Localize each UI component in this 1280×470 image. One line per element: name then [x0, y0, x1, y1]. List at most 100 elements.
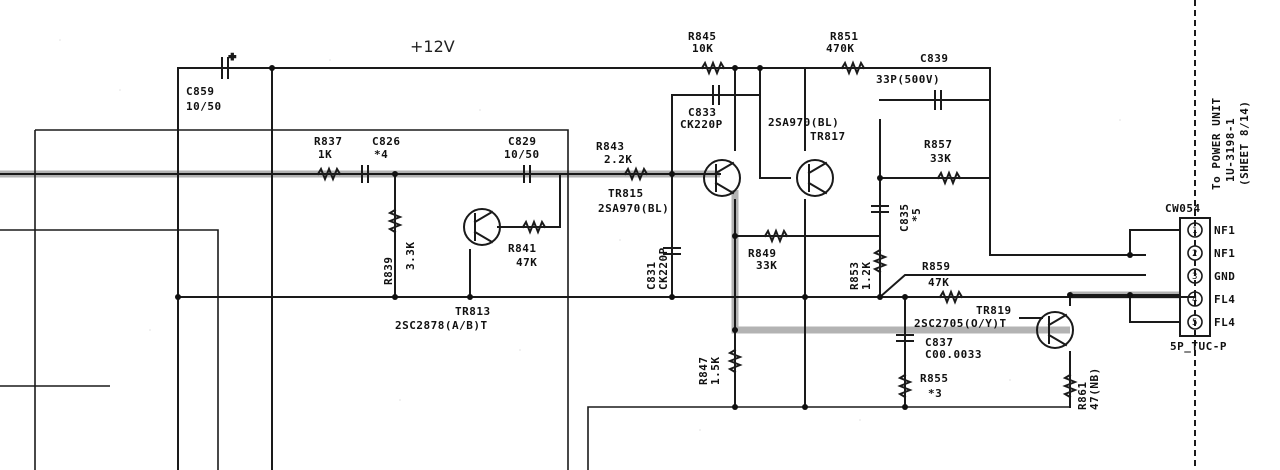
connector-pin-4-num: 4 — [1192, 295, 1197, 305]
r857-value: 33K — [930, 152, 951, 165]
tr813-name: TR813 — [455, 305, 491, 318]
connector-pin-5-label: FL4 — [1214, 316, 1235, 329]
r843-value: 2.2K — [604, 153, 633, 166]
c829-symbol — [523, 165, 531, 183]
c835-name: C835 — [898, 204, 911, 233]
connector-pin-2-num: 2 — [1192, 249, 1197, 259]
r837-symbol — [316, 166, 342, 182]
r841-symbol — [521, 219, 547, 235]
r849-name: R849 — [748, 247, 777, 260]
connector-pin-1-num: 1 — [1192, 226, 1197, 236]
c859-symbol: + — [209, 49, 237, 79]
r847-name: R847 — [697, 357, 710, 386]
c859-name: C859 — [186, 85, 215, 98]
c835-value: *5 — [910, 208, 923, 222]
r859-name: R859 — [922, 260, 951, 273]
r857-name: R857 — [924, 138, 953, 151]
r855-value: *3 — [928, 387, 942, 400]
r847-value: 1.5K — [709, 357, 722, 386]
connector-pin-4-label: FL4 — [1214, 293, 1235, 306]
c837-value: C00.0033 — [925, 348, 982, 361]
junction-dots — [175, 65, 1133, 410]
c833-symbol — [712, 85, 720, 105]
tr817-part: 2SA970(BL) — [768, 116, 839, 129]
r847-symbol — [727, 348, 743, 374]
c837-symbol — [896, 334, 914, 342]
tr815-part: 2SA970(BL) — [598, 202, 669, 215]
r855-name: R855 — [920, 372, 949, 385]
r841-name: R841 — [508, 242, 537, 255]
c839-name: C839 — [920, 52, 949, 65]
r851-value: 470K — [826, 42, 855, 55]
r837-name: R837 — [314, 135, 343, 148]
r853-value: 1.2K — [860, 262, 873, 291]
r837-value: 1K — [318, 148, 332, 161]
r851-symbol — [840, 60, 866, 76]
tr819-part: 2SC2705(O/Y)T — [914, 317, 1007, 330]
tr813-part: 2SC2878(A/B)T — [395, 319, 488, 332]
tr815-name: TR815 — [608, 187, 644, 200]
c829-name: C829 — [508, 135, 537, 148]
wiring — [0, 0, 1196, 470]
tr817-name: TR817 — [810, 130, 846, 143]
r861-value: 47(NB) — [1088, 367, 1101, 410]
supply-label: +12V — [410, 37, 455, 56]
r845-value: 10K — [692, 42, 713, 55]
r853-symbol — [872, 248, 888, 274]
connector-pin-1-label: NF1 — [1214, 224, 1235, 237]
c826-value: *4 — [374, 148, 388, 161]
c833-value: CK220P — [680, 118, 723, 131]
connector-pin-3-label: GND — [1214, 270, 1235, 283]
r843-name: R843 — [596, 140, 625, 153]
r843-symbol — [623, 166, 649, 182]
r861-symbol — [1062, 373, 1078, 399]
destination-line-1: To POWER UNIT — [1210, 97, 1223, 190]
r845-symbol — [700, 60, 726, 76]
c826-symbol — [361, 165, 369, 183]
c837-name: C837 — [925, 336, 954, 349]
tr819-name: TR819 — [976, 304, 1012, 317]
c859-value: 10/50 — [186, 100, 222, 113]
c826-name: C826 — [372, 135, 401, 148]
destination-line-3: (SHEET 8/14) — [1238, 101, 1251, 186]
connector-pin-5-num: 5 — [1192, 318, 1197, 328]
c831-value: CK220P — [657, 247, 670, 290]
r853-name: R853 — [848, 262, 861, 291]
r839-value: 3.3K — [404, 242, 417, 271]
connector-pin-2-label: NF1 — [1214, 247, 1235, 260]
svg-text:+: + — [229, 50, 236, 63]
r849-value: 33K — [756, 259, 777, 272]
r859-value: 47K — [928, 276, 949, 289]
c829-value: 10/50 — [504, 148, 540, 161]
transistor-tr817-symbol — [796, 159, 834, 197]
transistor-tr815-symbol — [703, 159, 741, 197]
c831-symbol — [663, 247, 681, 255]
capacitor-symbols: + — [209, 49, 942, 342]
r857-symbol — [936, 170, 962, 186]
r851-name: R851 — [830, 30, 859, 43]
r841-value: 47K — [516, 256, 537, 269]
scan-noise — [59, 39, 1121, 431]
connector-type: 5P_TUC-P — [1170, 340, 1227, 353]
transistor-tr819-symbol — [1036, 311, 1074, 349]
r861-name: R861 — [1076, 382, 1089, 411]
c835-symbol — [871, 205, 889, 213]
c839-symbol — [934, 90, 942, 110]
transistor-tr813-symbol — [463, 208, 501, 246]
connector-name: CW054 — [1165, 202, 1201, 215]
r859-symbol — [938, 289, 964, 305]
c831-name: C831 — [645, 262, 658, 291]
c839-value: 33P(500V) — [876, 73, 940, 86]
c833-name: C833 — [688, 106, 717, 119]
connector-cw054: 1 2 3 4 5 NF1 NF1 GND FL4 FL4 CW054 5P_T… — [1165, 202, 1235, 353]
resistor-symbols — [316, 60, 1078, 399]
connector-pin-3-num: 3 — [1192, 272, 1197, 282]
r839-name: R839 — [382, 257, 395, 286]
r845-name: R845 — [688, 30, 717, 43]
destination-line-2: 1U-3198-1 — [1224, 118, 1237, 182]
r855-symbol — [897, 373, 913, 399]
r839-symbol — [387, 208, 403, 234]
r849-symbol — [763, 228, 789, 244]
